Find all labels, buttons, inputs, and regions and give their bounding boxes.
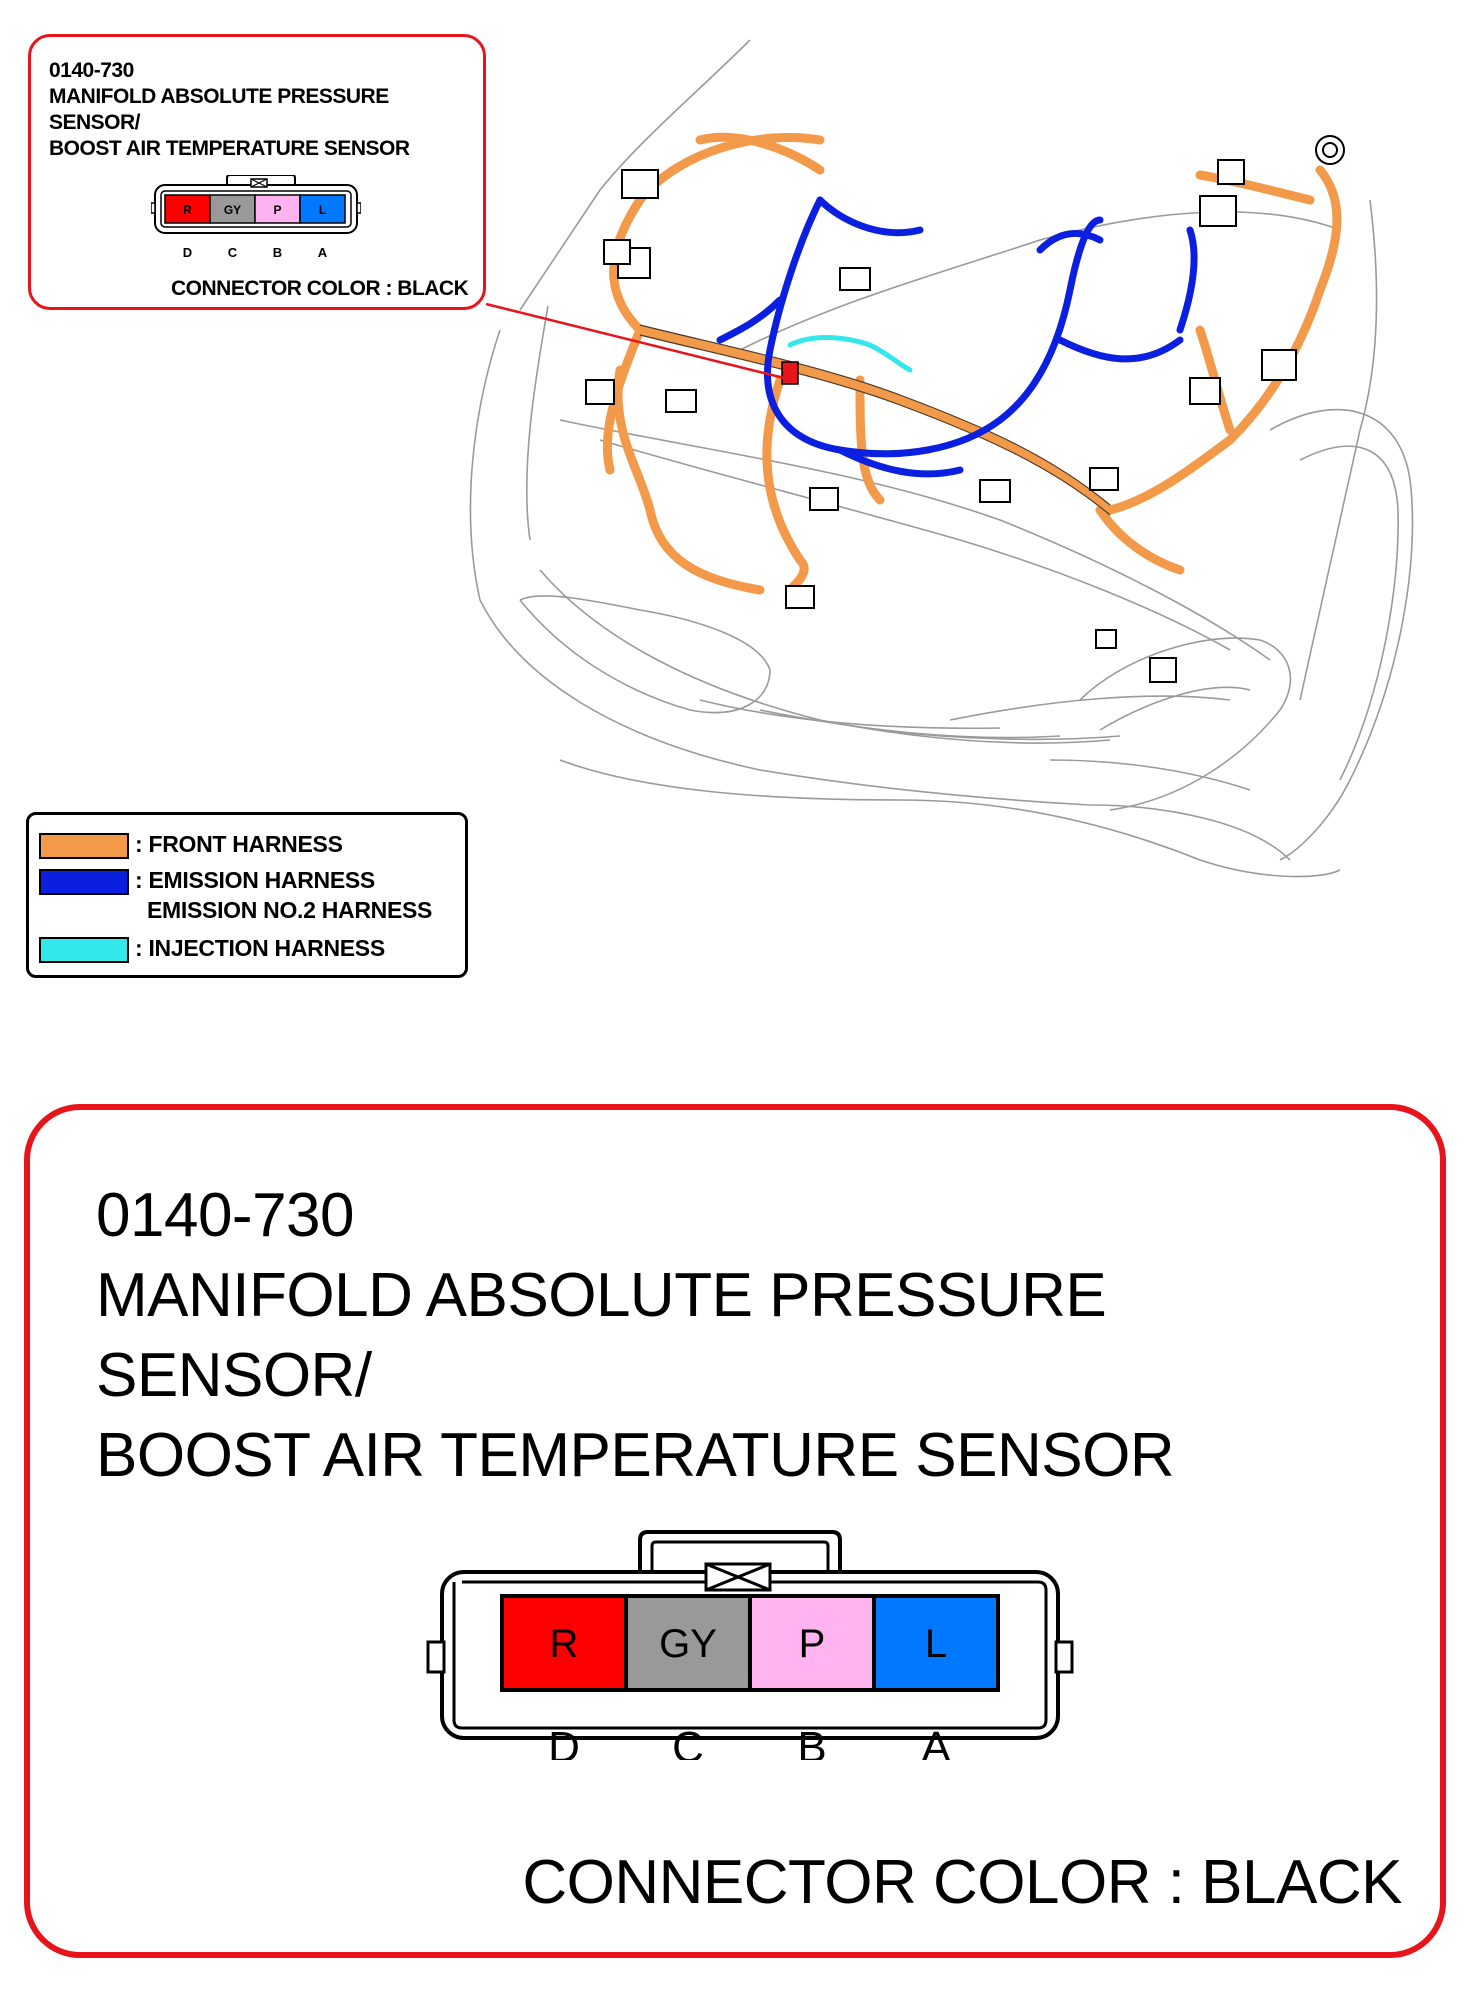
emission-harness-swatch xyxy=(39,869,129,895)
legend-emission-no2-harness: EMISSION NO.2 HARNESS xyxy=(147,897,433,923)
pin-letter: C xyxy=(672,1723,704,1760)
callout-name-line3: BOOST AIR TEMPERATURE SENSOR xyxy=(49,137,410,160)
callout-name-line1: MANIFOLD ABSOLUTE PRESSURE xyxy=(49,85,389,108)
detail-name-line1: MANIFOLD ABSOLUTE PRESSURE xyxy=(96,1261,1107,1330)
harness-legend: : FRONT HARNESS : EMISSION HARNESS EMISS… xyxy=(26,812,468,978)
detail-connector-color: CONNECTOR COLOR : BLACK xyxy=(522,1848,1402,1917)
wire-color-label: GY xyxy=(659,1622,717,1666)
mini-pin-c xyxy=(209,194,256,224)
injection-harness-swatch xyxy=(39,937,129,963)
pin-cell-d xyxy=(500,1594,628,1692)
mini-pin-b xyxy=(254,194,301,224)
legend-emission-harness: : EMISSION HARNESS xyxy=(135,867,375,893)
injection-harness-lines xyxy=(787,335,913,373)
mini-wire-label: R xyxy=(183,203,192,217)
wire-color-label: L xyxy=(925,1622,947,1666)
mini-pin-letter: D xyxy=(183,245,192,260)
detail-connector-diagram: R GY P L D C B A xyxy=(426,1530,1074,1760)
car-body-outline xyxy=(469,39,1414,878)
mini-pin-a xyxy=(299,194,346,224)
detail-code: 0140-730 xyxy=(96,1181,355,1250)
callout-connector-icon: R D GY C P B L A xyxy=(151,175,361,260)
pin-letter: B xyxy=(797,1723,826,1760)
wire-color-label: R xyxy=(550,1622,579,1666)
callout-leader-line xyxy=(485,302,785,380)
pin-letter: A xyxy=(921,1723,951,1760)
sensor-location-marker xyxy=(781,361,799,385)
mini-wire-label: P xyxy=(273,203,281,217)
mini-pin-letter: C xyxy=(228,245,238,260)
callout-connector-color: CONNECTOR COLOR : BLACK xyxy=(171,277,469,300)
front-harness-swatch xyxy=(39,833,129,859)
callout-name-line2: SENSOR/ xyxy=(49,111,141,134)
mini-wire-label: L xyxy=(319,203,326,217)
pin-letter: D xyxy=(548,1723,580,1760)
legend-front-harness: : FRONT HARNESS xyxy=(135,831,343,857)
detail-name-line2: SENSOR/ xyxy=(96,1341,372,1410)
front-harness-edges xyxy=(639,324,1111,516)
connector-blocks xyxy=(585,135,1345,683)
mini-pin-letter: A xyxy=(318,245,328,260)
mini-pin-d xyxy=(164,194,211,224)
detail-name-line3: BOOST AIR TEMPERATURE SENSOR xyxy=(96,1421,1175,1490)
emission-harness-lines xyxy=(716,196,1198,478)
sensor-detail-box: 0140-730 MANIFOLD ABSOLUTE PRESSURE SENS… xyxy=(24,1104,1446,1958)
callout-code: 0140-730 xyxy=(49,59,134,82)
pin-cell-a xyxy=(872,1594,1000,1692)
sensor-callout-box: 0140-730 MANIFOLD ABSOLUTE PRESSURE SENS… xyxy=(28,34,486,310)
mini-pin-letter: B xyxy=(273,245,282,260)
wire-color-label: P xyxy=(799,1622,826,1666)
mini-wire-label: GY xyxy=(224,203,241,217)
legend-injection-harness: : INJECTION HARNESS xyxy=(135,935,385,961)
